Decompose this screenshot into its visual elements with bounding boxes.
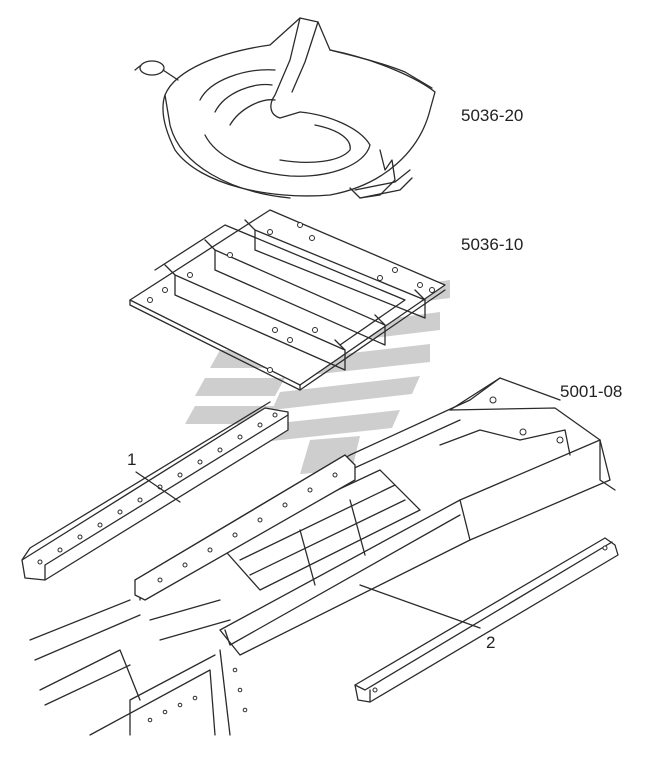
label-reinforcement-1: 1 [127,450,137,469]
label-fifth-wheel: 5036-20 [461,106,524,125]
mounting-plate [129,209,446,391]
reinforcement-strip-2 [354,537,619,703]
chassis-frame [29,377,616,736]
leader-lines [135,471,481,629]
fifth-wheel-coupling [134,17,436,199]
reinforcement-profile-mounted [134,454,356,601]
reinforcement-profile-1 [21,401,289,581]
label-mounting-plate: 5036-10 [461,235,524,254]
label-reinforcement-2: 2 [486,633,496,652]
label-frame: 5001-08 [560,382,623,401]
